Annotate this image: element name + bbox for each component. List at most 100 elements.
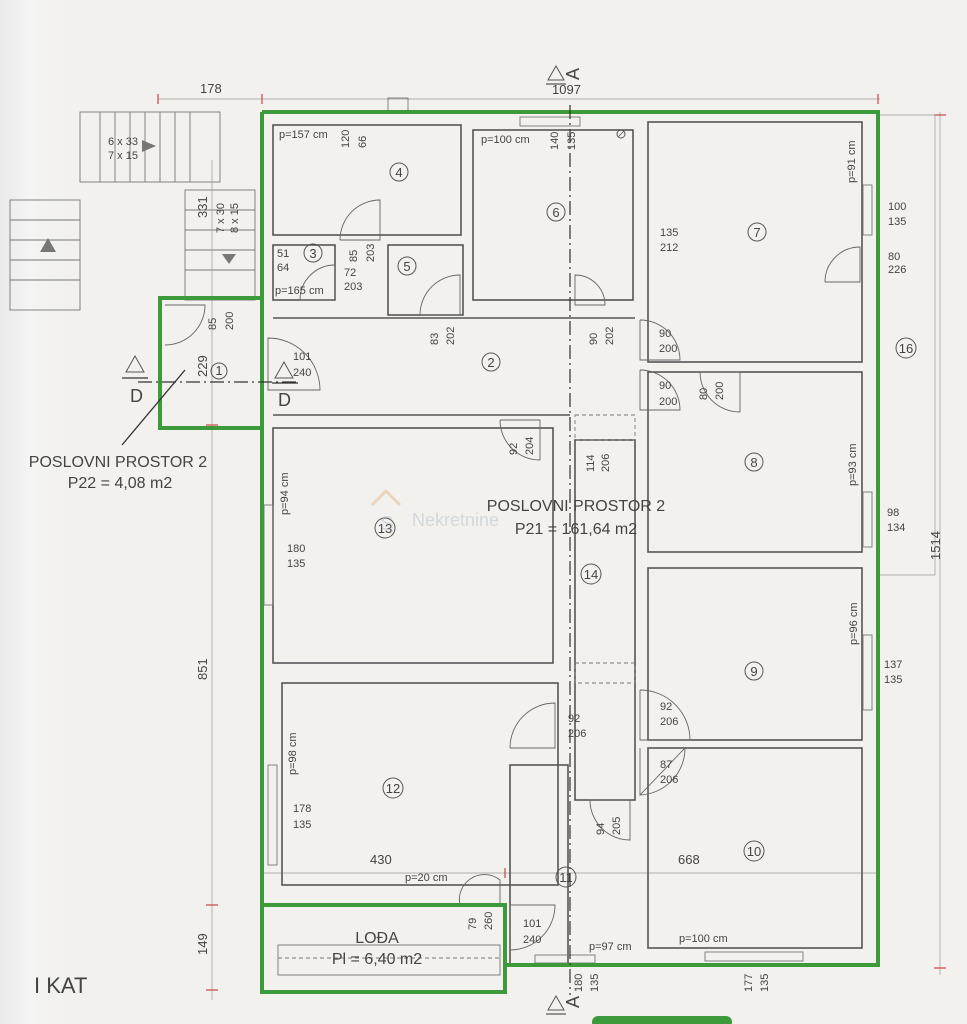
label-o180b: 180 xyxy=(573,974,585,992)
label-o92: 92 xyxy=(508,443,520,455)
label-o114: 114 xyxy=(585,454,597,472)
label-o101: 101 xyxy=(293,351,311,363)
watermark-text: Nekretnine xyxy=(412,510,499,530)
label-o200a: 200 xyxy=(224,312,236,330)
dim-right-1514: 1514 xyxy=(928,531,943,560)
room-number-10: 10 xyxy=(747,844,761,859)
area-p21-value: P21 = 161,64 m2 xyxy=(515,521,637,538)
section-label-a-top: A xyxy=(563,68,583,80)
label-o79: 79 xyxy=(467,918,479,930)
section-label-d-right: D xyxy=(278,390,291,410)
area-loda-value: Pl = 6,40 m2 xyxy=(332,951,422,968)
stair-arrow-icon xyxy=(142,140,156,152)
label-o51: 51 xyxy=(277,248,289,260)
label-o178: 178 xyxy=(293,803,311,815)
label-o64: 64 xyxy=(277,262,289,274)
label-o87: 87 xyxy=(660,759,672,771)
label-o206b: 206 xyxy=(568,728,586,740)
label-o100: 100 xyxy=(888,201,906,213)
room-number-14: 14 xyxy=(584,567,598,582)
section-label-a-bottom: A xyxy=(563,996,583,1008)
label-o200b: 200 xyxy=(659,343,677,355)
label-o98: 98 xyxy=(887,507,899,519)
label-o135d: 135 xyxy=(884,674,902,686)
label-o203: 203 xyxy=(365,244,377,262)
section-marker-icon xyxy=(125,354,145,373)
dim-top-total: 1097 xyxy=(552,82,581,97)
label-o177: 177 xyxy=(743,974,755,992)
stair-arrow-up-icon xyxy=(40,238,56,252)
room-number-1: 1 xyxy=(215,363,222,378)
stair-spec-a1: 6 x 33 xyxy=(108,136,138,148)
room-number-16: 16 xyxy=(899,341,913,356)
stair-spec-b1: 7 x 30 xyxy=(215,203,227,233)
label-o80b: 80 xyxy=(698,388,710,400)
label-o90: 90 xyxy=(588,333,600,345)
dim-width-430: 430 xyxy=(370,852,392,867)
label-p93: p=93 cm xyxy=(847,444,859,487)
label-p94: p=94 cm xyxy=(279,473,291,516)
label-o120: 120 xyxy=(340,130,352,148)
label-o94: 94 xyxy=(595,823,607,835)
floor-label: I KAT xyxy=(34,973,87,998)
label-o140: 140 xyxy=(549,132,561,150)
watermark-s: S xyxy=(380,513,393,535)
label-o260: 260 xyxy=(483,912,495,930)
section-label-d-left: D xyxy=(130,386,143,406)
label-p96: p=96 cm xyxy=(848,603,860,646)
dim-left-149: 149 xyxy=(195,933,210,955)
area-loda-name: LOĐA xyxy=(355,930,399,947)
label-o135g: 135 xyxy=(759,974,771,992)
label-o134: 134 xyxy=(887,522,905,534)
label-o92b: 92 xyxy=(568,713,580,725)
label-o101b: 101 xyxy=(523,918,541,930)
room-number-12: 12 xyxy=(386,781,400,796)
label-p98: p=98 cm xyxy=(287,733,299,776)
label-o135a: 135 xyxy=(888,216,906,228)
stair-arrow-down-icon xyxy=(222,254,236,264)
section-marker-icon xyxy=(274,360,294,379)
label-o85b: 85 xyxy=(207,318,219,330)
label-p100a: p=100 cm xyxy=(481,134,530,146)
room-number-2: 2 xyxy=(487,355,494,370)
label-o226: 226 xyxy=(888,264,906,276)
room-number-3: 3 xyxy=(309,246,316,261)
dim-left-851: 851 xyxy=(195,658,210,680)
label-o206: 206 xyxy=(600,454,612,472)
section-marker-icon xyxy=(547,994,565,1011)
label-o180: 180 xyxy=(287,543,305,555)
doors xyxy=(164,199,861,951)
label-o206c: 206 xyxy=(660,716,678,728)
dim-width-668: 668 xyxy=(678,852,700,867)
label-o212: 212 xyxy=(660,242,678,254)
room-markers xyxy=(210,162,917,888)
room-number-9: 9 xyxy=(750,664,757,679)
room-number-5: 5 xyxy=(403,259,410,274)
label-p165: p=165 cm xyxy=(275,285,324,297)
section-lines xyxy=(121,64,626,1015)
exterior-stairs xyxy=(9,111,256,311)
area-boundaries xyxy=(158,110,880,1024)
label-o90b: 90 xyxy=(659,328,671,340)
windows xyxy=(263,97,873,976)
label-o203b: 203 xyxy=(344,281,362,293)
label-p20: p=20 cm xyxy=(405,872,448,884)
label-o206d: 206 xyxy=(660,774,678,786)
label-o83: 83 xyxy=(429,333,441,345)
label-o135v: 135 xyxy=(566,132,578,150)
area-p21-name: POSLOVNI PROSTOR 2 xyxy=(487,498,666,515)
label-o200c: 200 xyxy=(659,396,677,408)
room-number-7: 7 xyxy=(753,225,760,240)
label-o240b: 240 xyxy=(523,934,541,946)
label-o135f: 135 xyxy=(589,974,601,992)
label-o135b: 135 xyxy=(660,227,678,239)
area-p22-value: P22 = 4,08 m2 xyxy=(68,475,173,492)
label-o85: 85 xyxy=(348,250,360,262)
label-p91: p=91 cm xyxy=(846,141,858,184)
label-o72: 72 xyxy=(344,267,356,279)
interior-walls xyxy=(272,121,863,966)
label-o80: 80 xyxy=(888,251,900,263)
stair-spec-a2: 7 x 15 xyxy=(108,150,138,162)
label-o202: 202 xyxy=(445,327,457,345)
watermark: S Nekretnine xyxy=(370,488,499,535)
